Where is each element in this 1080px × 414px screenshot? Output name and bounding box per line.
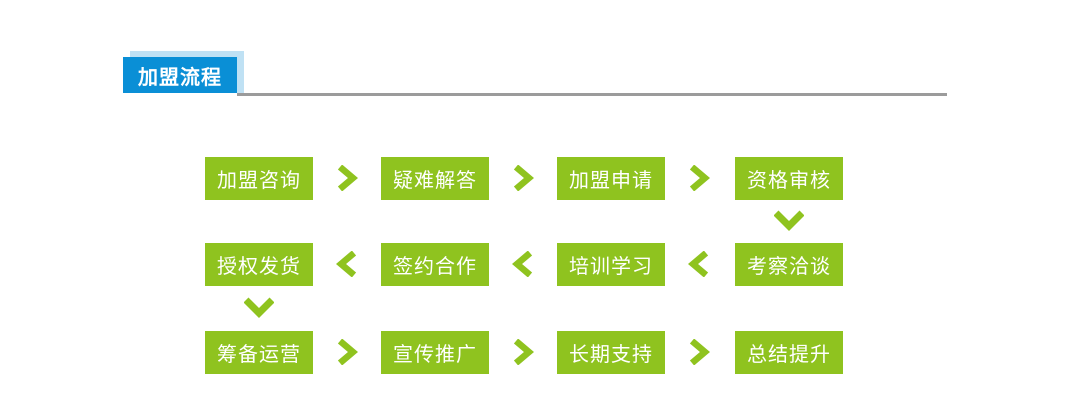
step-authorized-shipping: 授权发货 <box>205 243 313 286</box>
section-title-tab: 加盟流程 <box>123 57 237 93</box>
section-title: 加盟流程 <box>138 66 222 89</box>
step-summary-improvement: 总结提升 <box>735 331 843 374</box>
chevron-left-icon <box>688 251 709 277</box>
step-longterm-support: 长期支持 <box>557 331 665 374</box>
chevron-right-icon <box>337 165 358 191</box>
chevron-right-icon <box>513 165 534 191</box>
step-application: 加盟申请 <box>557 157 665 200</box>
divider-line <box>237 93 947 96</box>
step-promotion: 宣传推广 <box>381 331 489 374</box>
step-question-answering: 疑难解答 <box>381 157 489 200</box>
step-training: 培训学习 <box>557 243 665 286</box>
chevron-right-icon <box>689 339 710 365</box>
step-consultation: 加盟咨询 <box>205 157 313 200</box>
step-prepare-operations: 筹备运营 <box>205 331 313 374</box>
chevron-right-icon <box>689 165 710 191</box>
step-sign-contract: 签约合作 <box>381 243 489 286</box>
chevron-right-icon <box>513 339 534 365</box>
chevron-left-icon <box>512 251 533 277</box>
chevron-down-icon <box>774 210 804 231</box>
step-site-visit-negotiation: 考察洽谈 <box>735 243 843 286</box>
chevron-right-icon <box>337 339 358 365</box>
chevron-left-icon <box>336 251 357 277</box>
chevron-down-icon <box>244 297 274 318</box>
step-qualification-review: 资格审核 <box>735 157 843 200</box>
